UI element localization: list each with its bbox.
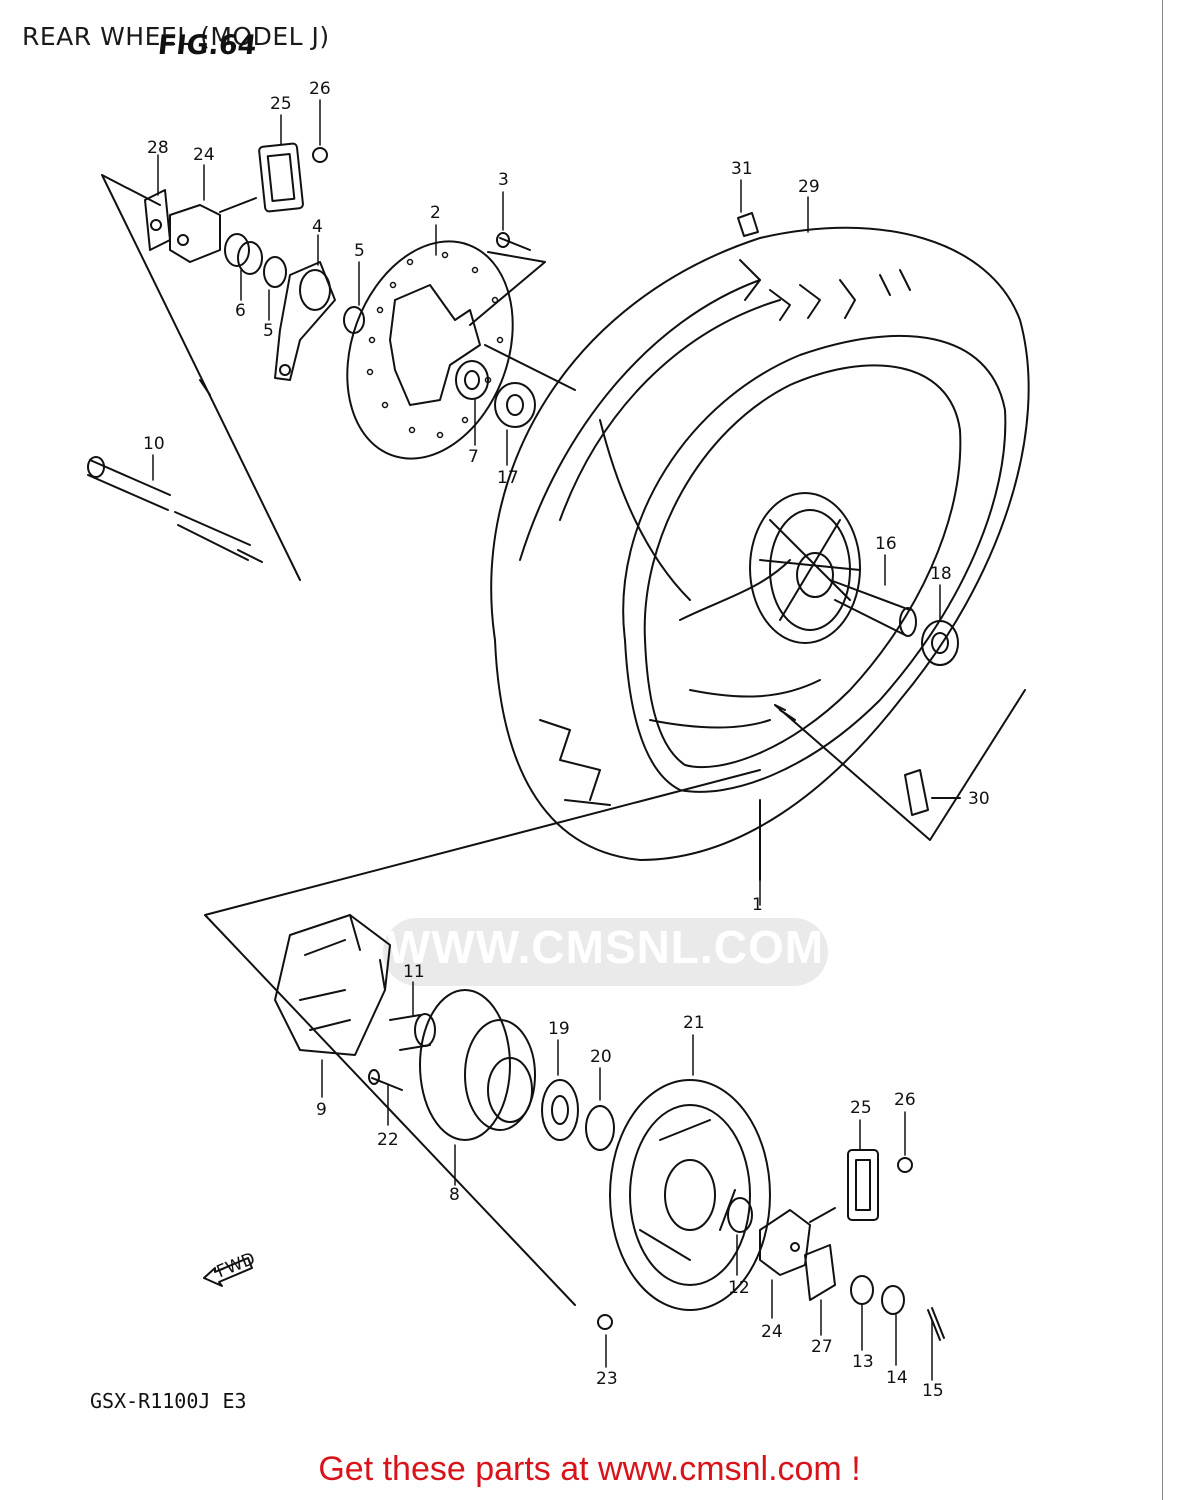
callout-28: 28 [147,138,169,158]
callout-5b: 5 [263,321,274,341]
callout-25b: 25 [850,1098,872,1118]
footer-link-text[interactable]: Get these parts at www.cmsnl.com ! [318,1450,861,1488]
callout-labels: 1 2 3 4 5 5 6 7 8 9 10 11 12 13 14 15 16… [143,79,990,1401]
callout-leaders [152,99,941,1381]
callout-16: 16 [875,534,897,554]
callout-17: 17 [497,468,519,488]
callout-10: 10 [143,434,165,454]
callout-13: 13 [852,1352,874,1372]
callout-5a: 5 [354,241,365,261]
watermark-text: WWW.CMSNL.COM [386,921,825,973]
callout-31: 31 [731,159,753,179]
fwd-arrow-icon [203,1257,253,1287]
callout-9: 9 [316,1100,327,1120]
callout-11: 11 [403,962,425,982]
brake-side-parts [87,142,576,581]
callout-6: 6 [235,301,246,321]
model-code: GSX-R1100J E3 [90,1389,247,1413]
callout-29: 29 [798,177,820,197]
callout-8: 8 [449,1185,460,1205]
callout-26b: 26 [894,1090,916,1110]
callout-25a: 25 [270,94,292,114]
callout-2: 2 [430,203,441,223]
callout-20: 20 [590,1047,612,1067]
watermark-badge [383,918,828,986]
callout-24a: 24 [193,145,215,165]
page-title: REAR WHEEL (MODEL J) [22,22,330,51]
callout-26a: 26 [309,79,331,99]
callout-21: 21 [683,1013,705,1033]
fwd-label: FWD [214,1249,258,1282]
callout-22: 22 [377,1130,399,1150]
callout-19: 19 [548,1019,570,1039]
callout-3: 3 [498,170,509,190]
callout-12: 12 [728,1278,750,1298]
callout-24b: 24 [761,1322,783,1342]
callout-14: 14 [886,1368,908,1388]
callout-7: 7 [468,447,479,467]
callout-27: 27 [811,1337,833,1357]
sprocket-side-parts [204,212,1026,1341]
callout-23: 23 [596,1369,618,1389]
callout-1: 1 [752,895,763,915]
wheel-assembly [490,226,1030,861]
callout-18: 18 [930,564,952,584]
callout-4: 4 [312,217,323,237]
page-border-line [1162,0,1163,1500]
figure-label: FIG.64 [156,30,259,61]
callout-15: 15 [922,1381,944,1401]
callout-30: 30 [968,789,990,809]
